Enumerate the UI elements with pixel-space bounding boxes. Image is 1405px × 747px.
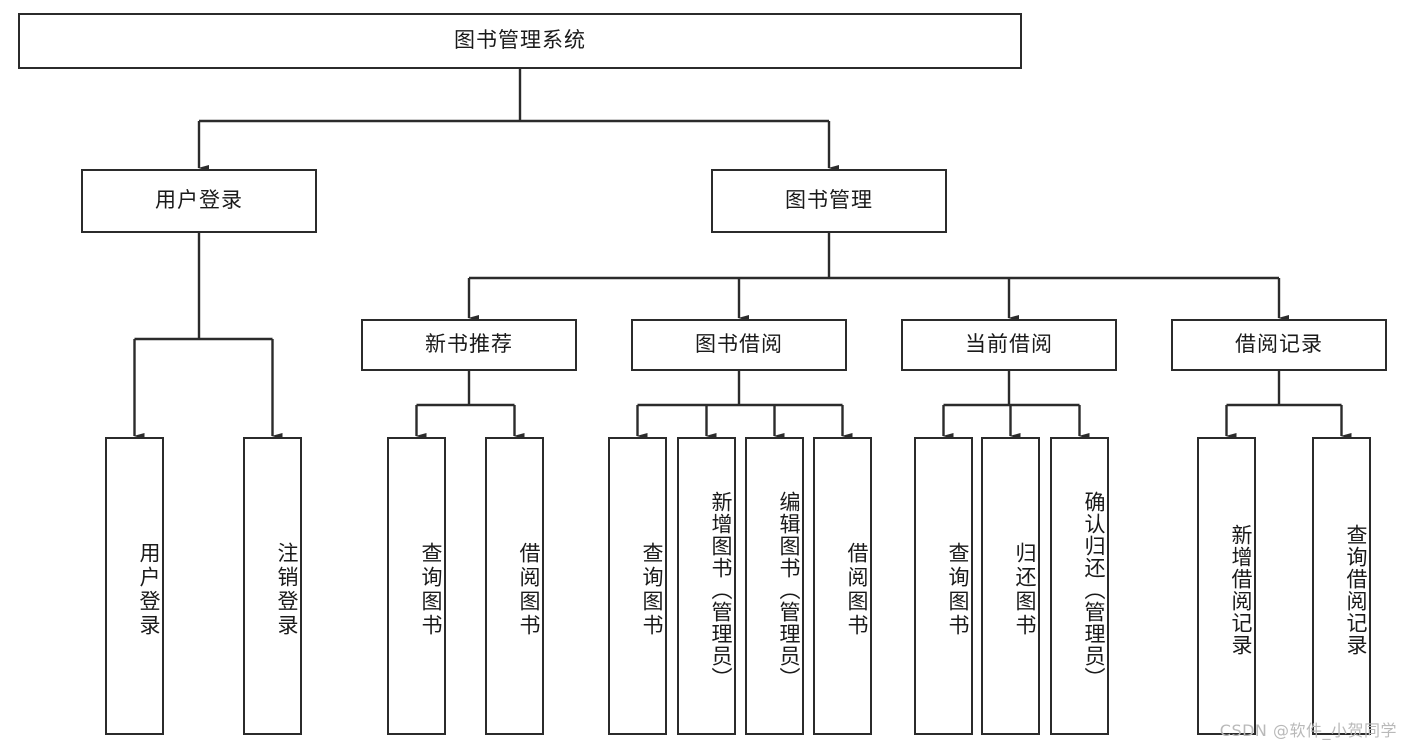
node-borrow_record[interactable]: 借阅记录 (1171, 319, 1387, 371)
node-book_mgmt[interactable]: 图书管理 (711, 169, 947, 233)
node-label: 查询图书 (640, 542, 664, 638)
node-leaf_user_login[interactable]: 用户登录 (105, 437, 164, 735)
node-leaf_add_book[interactable]: 新增图书（管理员） (677, 437, 736, 735)
node-label: 查询图书 (419, 542, 443, 638)
node-book_borrow[interactable]: 图书借阅 (631, 319, 847, 371)
node-label: 确认归还（管理员） (1082, 491, 1106, 689)
node-label: 新增图书（管理员） (709, 491, 733, 689)
node-leaf_borrow_b1[interactable]: 借阅图书 (485, 437, 544, 735)
node-label: 用户登录 (155, 188, 243, 213)
node-leaf_query_b1[interactable]: 查询图书 (387, 437, 446, 735)
node-leaf_query_b2[interactable]: 查询图书 (608, 437, 667, 735)
node-leaf_add_rec[interactable]: 新增借阅记录 (1197, 437, 1256, 735)
node-label: 图书借阅 (695, 332, 783, 357)
node-label: 查询图书 (946, 542, 970, 638)
node-label: 编辑图书（管理员） (777, 491, 801, 689)
node-label: 图书管理 (785, 188, 873, 213)
node-label: 查询借阅记录 (1344, 524, 1368, 656)
node-new_book_rec[interactable]: 新书推荐 (361, 319, 577, 371)
node-label: 图书管理系统 (454, 28, 586, 53)
node-leaf_query_b3[interactable]: 查询图书 (914, 437, 973, 735)
node-root[interactable]: 图书管理系统 (18, 13, 1022, 69)
node-label: 注销登录 (275, 542, 299, 638)
node-label: 当前借阅 (965, 332, 1053, 357)
node-label: 新书推荐 (425, 332, 513, 357)
watermark-label: CSDN @软件_小贺同学 (1219, 721, 1397, 740)
node-user_login[interactable]: 用户登录 (81, 169, 317, 233)
node-leaf_logout[interactable]: 注销登录 (243, 437, 302, 735)
node-label: 借阅图书 (517, 542, 541, 638)
node-leaf_query_rec[interactable]: 查询借阅记录 (1312, 437, 1371, 735)
node-leaf_return[interactable]: 归还图书 (981, 437, 1040, 735)
node-leaf_edit_book[interactable]: 编辑图书（管理员） (745, 437, 804, 735)
node-current_borrow[interactable]: 当前借阅 (901, 319, 1117, 371)
node-leaf_confirm[interactable]: 确认归还（管理员） (1050, 437, 1109, 735)
node-label: 用户登录 (137, 542, 161, 638)
node-label: 借阅图书 (845, 542, 869, 638)
node-label: 新增借阅记录 (1229, 524, 1253, 656)
node-leaf_borrow_b2[interactable]: 借阅图书 (813, 437, 872, 735)
node-label: 归还图书 (1013, 542, 1037, 638)
node-label: 借阅记录 (1235, 332, 1323, 357)
